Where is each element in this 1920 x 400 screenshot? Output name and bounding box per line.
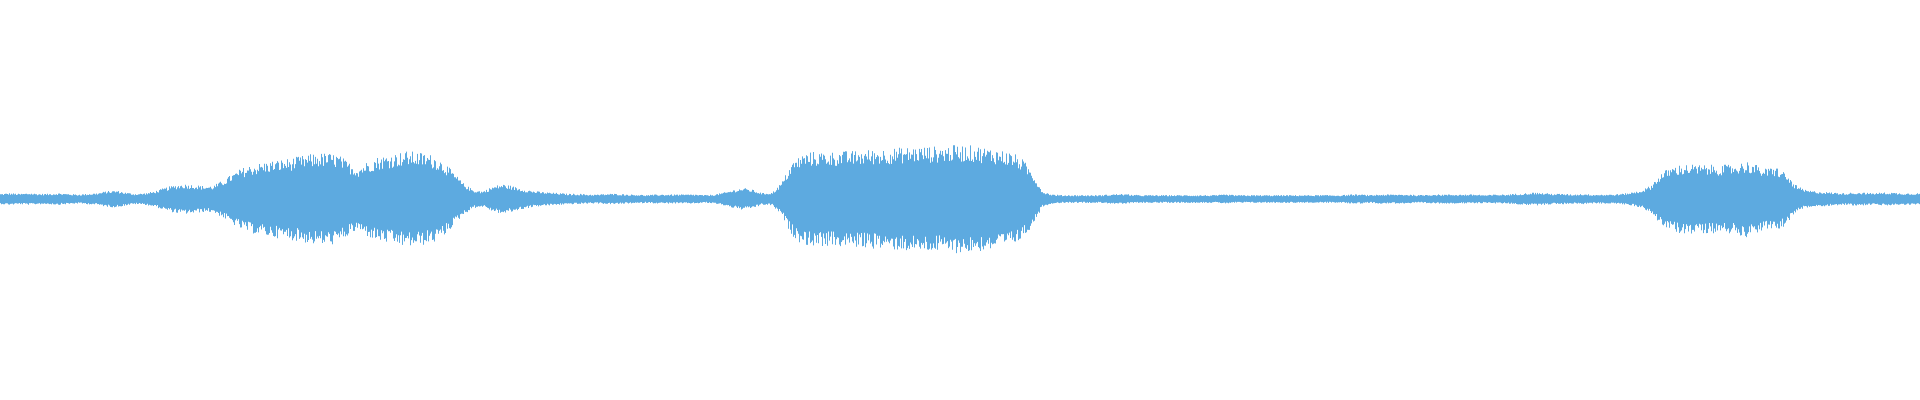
waveform-bars bbox=[0, 145, 1920, 254]
waveform-trace bbox=[0, 145, 1920, 254]
